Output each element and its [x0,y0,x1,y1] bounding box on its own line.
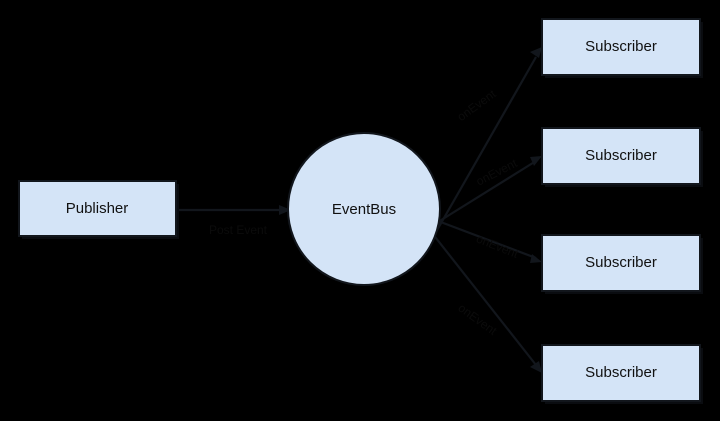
edge-label-post-event: Post Event [209,223,268,237]
edge-publisher-to-eventbus: Post Event [178,205,291,237]
publisher-box[interactable] [18,180,177,237]
subscriber-3-label: Subscriber [585,254,657,271]
edge-label-onevent-2: onEvent [474,156,520,189]
node-subscriber-3[interactable]: Subscriber [541,234,703,294]
node-subscriber-2[interactable]: Subscriber [541,127,703,187]
edge-line-onevent-2 [437,160,537,223]
eventbus-label: EventBus [332,201,396,218]
edge-line-onevent-4 [431,232,537,366]
arrowhead-post-event [279,205,291,215]
arrowhead-onevent-4 [530,361,542,373]
eventbus-circle[interactable] [287,132,441,286]
edge-eventbus-to-subscriber-1: onEvent [431,47,542,240]
subscriber-2-box[interactable] [541,127,701,185]
edge-label-onevent-1: onEvent [455,86,499,124]
subscriber-4-box[interactable] [541,344,701,402]
publisher-label: Publisher [66,200,129,217]
subscriber-3-box[interactable] [541,234,701,292]
edge-eventbus-to-subscriber-2: onEvent [437,156,542,223]
edge-label-onevent-3: onEvent [474,231,521,261]
node-subscriber-4[interactable]: Subscriber [541,344,703,404]
arrowhead-onevent-1 [530,47,542,58]
arrowhead-onevent-3 [530,254,542,263]
node-publisher[interactable]: Publisher [18,180,179,239]
node-eventbus[interactable]: EventBus [287,132,441,286]
subscriber-1-box[interactable] [541,18,701,76]
subscriber-4-label: Subscriber [585,364,657,381]
edge-eventbus-to-subscriber-3: onEvent [437,219,542,263]
edge-line-onevent-3 [437,219,537,260]
node-subscriber-1[interactable]: Subscriber [541,18,703,78]
edge-line-onevent-1 [431,56,537,240]
edge-label-onevent-4: onEvent [456,301,500,339]
subscriber-1-label: Subscriber [585,38,657,55]
arrowhead-onevent-2 [530,156,542,166]
subscriber-2-label: Subscriber [585,147,657,164]
